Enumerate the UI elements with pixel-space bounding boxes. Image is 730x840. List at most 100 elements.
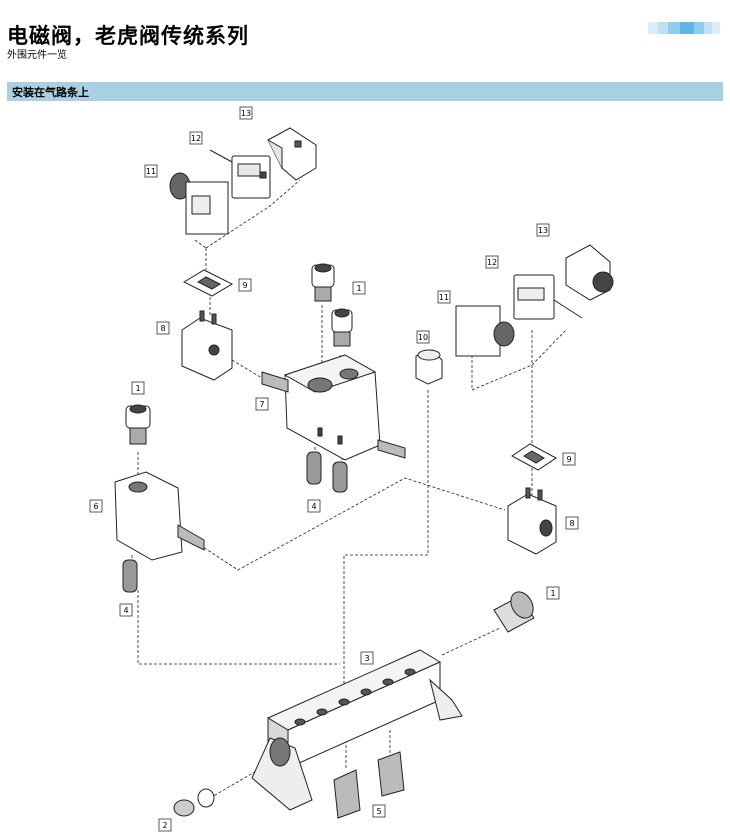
- callout-box: [485, 255, 499, 269]
- page-title: 电磁阀，老虎阀传统系列: [7, 24, 249, 48]
- callout-text: 13: [241, 109, 251, 118]
- page-subtitle: 外围元件一览: [7, 50, 67, 61]
- callout-box: [307, 499, 321, 513]
- part-13-socket-top-left: [267, 127, 317, 181]
- callout-text: 10: [418, 333, 428, 342]
- part-11-socket-right: [455, 305, 515, 357]
- callout-box: [131, 381, 145, 395]
- callout-text: 11: [439, 293, 449, 302]
- callout-box: [158, 818, 172, 832]
- parts: [114, 127, 614, 819]
- callout-box: [144, 164, 158, 178]
- callout-9-top-left: 9: [238, 278, 252, 292]
- callout-4-silencer-a: 4: [307, 499, 321, 513]
- part-4-silencer-a: [306, 451, 348, 493]
- part-1-fitting-rail: [493, 591, 535, 633]
- callout-box: [562, 452, 576, 466]
- callout-text: 11: [146, 167, 156, 176]
- callout-box: [255, 397, 269, 411]
- callout-box: [416, 330, 430, 344]
- callout-10-cap: 10: [416, 330, 430, 344]
- callout-text: 9: [242, 281, 247, 290]
- callout-text: 9: [566, 455, 571, 464]
- part-1-fitting-b: [331, 308, 353, 347]
- callout-box: [546, 586, 560, 600]
- callout-1-fitting-a: 1: [352, 281, 366, 295]
- callout-text: 1: [550, 589, 555, 598]
- part-9-seal-right: [511, 443, 557, 471]
- callout-text: 13: [538, 226, 548, 235]
- callout-11-right: 11: [437, 290, 451, 304]
- callout-text: 5: [376, 807, 381, 816]
- callout-12-top-left: 12: [189, 131, 203, 145]
- logo-segment: [648, 22, 658, 34]
- part-3-manifold-rail: [251, 649, 463, 811]
- callout-11-top-left: 11: [144, 164, 158, 178]
- callout-text: 12: [487, 258, 497, 267]
- callout-13-top-left: 13: [239, 106, 253, 120]
- callout-1-fitting-b: 1: [131, 381, 145, 395]
- callout-5-connectors: 5: [372, 804, 386, 818]
- logo-segment: [658, 22, 668, 34]
- callout-text: 3: [364, 654, 369, 663]
- callout-6-valve: 6: [89, 499, 103, 513]
- part-4-silencer-b: [122, 559, 138, 593]
- callout-text: 8: [160, 324, 165, 333]
- callout-8-top-left: 8: [156, 321, 170, 335]
- callout-box: [360, 651, 374, 665]
- part-12-led-socket-top-left: [209, 149, 271, 199]
- callout-text: 4: [123, 606, 128, 615]
- part-1-fitting-left: [125, 404, 151, 445]
- callout-text: 6: [93, 502, 98, 511]
- callout-text: 1: [356, 284, 361, 293]
- callout-box: [565, 516, 579, 530]
- callout-text: 2: [162, 821, 167, 830]
- logo-segment: [704, 22, 712, 34]
- callout-text: 12: [191, 134, 201, 143]
- part-8-coil-top-left: [181, 310, 233, 381]
- callout-box: [238, 278, 252, 292]
- callout-box: [352, 281, 366, 295]
- part-7-valve-body: [261, 354, 406, 461]
- callout-1-rail-fitting: 1: [546, 586, 560, 600]
- logo-segment: [712, 22, 720, 34]
- part-1-fitting-a: [311, 263, 335, 302]
- callout-text: 1: [135, 384, 140, 393]
- callout-labels: 13 12 11 9 8 1 1 10 7 4 13 12 11 9 8 6 4…: [89, 106, 579, 832]
- part-12-led-socket-right: [513, 274, 583, 320]
- section-header-bar: 安装在气路条上: [7, 82, 723, 101]
- part-6-valve-body: [114, 471, 205, 561]
- callout-text: 4: [311, 502, 316, 511]
- brand-logo: [648, 22, 720, 34]
- callout-2-plug: 2: [158, 818, 172, 832]
- callout-box: [156, 321, 170, 335]
- callout-13-right: 13: [536, 223, 550, 237]
- callout-7-valve: 7: [255, 397, 269, 411]
- callout-3-manifold: 3: [360, 651, 374, 665]
- callout-box: [372, 804, 386, 818]
- callout-12-right: 12: [485, 255, 499, 269]
- callout-box: [239, 106, 253, 120]
- part-11-socket-top-left: [169, 172, 229, 235]
- callout-9-right: 9: [562, 452, 576, 466]
- callout-box: [189, 131, 203, 145]
- part-5-connectors: [333, 751, 405, 819]
- callout-box: [119, 603, 133, 617]
- part-8-coil-right: [507, 487, 557, 555]
- callout-text: 8: [569, 519, 574, 528]
- part-2-plug: [173, 788, 215, 817]
- callout-8-right: 8: [565, 516, 579, 530]
- logo-segment: [680, 22, 694, 34]
- callout-box: [89, 499, 103, 513]
- logo-segment: [694, 22, 704, 34]
- callout-box: [536, 223, 550, 237]
- section-label: 安装在气路条上: [12, 86, 89, 99]
- part-9-seal-top-left: [182, 269, 234, 297]
- callout-4-silencer-b: 4: [119, 603, 133, 617]
- logo-segment: [668, 22, 680, 34]
- part-10-cap: [415, 349, 443, 385]
- callout-text: 7: [259, 400, 264, 409]
- part-13-socket-right: [565, 244, 614, 301]
- callout-box: [437, 290, 451, 304]
